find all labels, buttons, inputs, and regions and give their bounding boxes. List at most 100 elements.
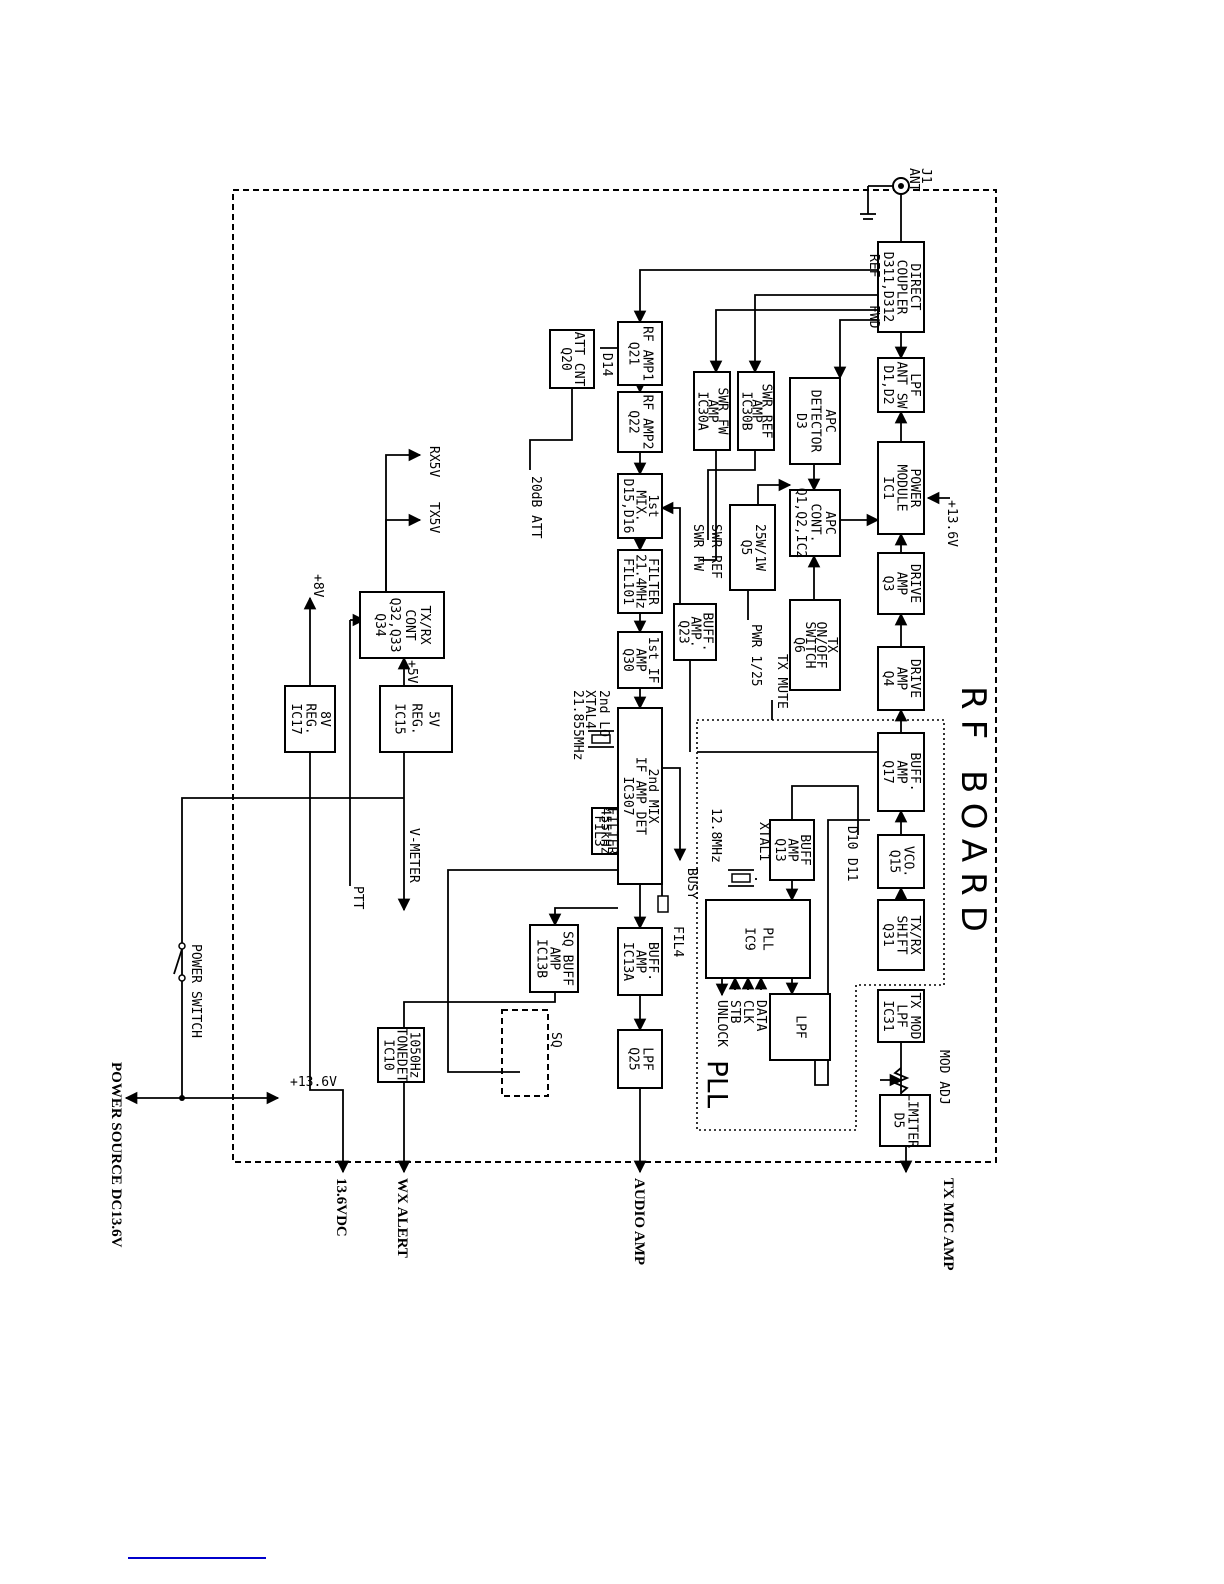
- block-q5-line: Q5: [738, 540, 753, 556]
- line-vco-q13: [791, 785, 859, 835]
- sq-pot-box: [501, 1009, 549, 1097]
- block-power-module-line: MODULE: [894, 465, 909, 512]
- xtal4-freq-label: 21.855MHz: [570, 690, 585, 760]
- block-power-module-line: IC1: [880, 476, 895, 499]
- block-swr-ref-line: AMP: [749, 399, 764, 423]
- block-lpf-ant-line: LPF: [907, 373, 922, 397]
- pwr-label: PWR 1/25: [748, 624, 763, 687]
- stb-label: STB: [727, 1000, 742, 1024]
- rf-board-outline: [232, 189, 997, 1163]
- pll-group-label: PLL: [701, 1060, 734, 1108]
- block-apc-det-line: APC: [822, 409, 837, 432]
- fwd-label: FWD: [866, 305, 881, 329]
- line-ic307-sq: [548, 907, 618, 927]
- ant-label: ANT: [906, 168, 921, 192]
- block-swr-ref-line: SWR REF: [759, 384, 774, 439]
- block-buff-q13-line: Q13: [772, 838, 787, 861]
- block-apc-det-line: DETECTOR: [808, 390, 823, 453]
- line-fwd-swr: [709, 309, 878, 374]
- block-sq-buff-line: SQ BUFF: [560, 931, 575, 986]
- block-if-amp-line: Q30: [620, 648, 635, 671]
- xtal1-icon: [728, 869, 754, 887]
- block-drive-q3-line: DRIVE: [907, 564, 922, 603]
- block-buff-ic13a-line: BUFF.: [645, 942, 660, 981]
- block-mix1-line: MIX.: [633, 490, 648, 521]
- line-q5-apccont: [757, 478, 792, 505]
- block-vco-line: Q15: [887, 850, 902, 873]
- mod-adj-pot-icon: [880, 1067, 910, 1094]
- block-filter-line: 21.4MHz: [633, 554, 648, 609]
- block-lpf-ant-line: ANT SW: [894, 362, 909, 409]
- block-tone-det-line: 1050Hz: [407, 1032, 422, 1079]
- plus136-bottom-label: +13.6V: [290, 1075, 337, 1090]
- d11-label: D11: [844, 858, 859, 881]
- d14-label: D14: [599, 353, 614, 377]
- xtal4-lo-label: 2nd LO: [596, 690, 611, 737]
- block-txrx-cont-line: TX/RX: [417, 605, 432, 644]
- block-reg5v-line: 5V: [426, 711, 441, 727]
- unlock-label: UNLOCK: [714, 1000, 729, 1047]
- j1-label: J1: [918, 168, 933, 184]
- block-lpf-ant-line: D1,D2: [880, 365, 895, 404]
- block-fil3-line: FIL3: [591, 815, 606, 846]
- block-att-cnt-line: ATT CNT: [571, 332, 586, 387]
- block-lpf-q25-line: Q25: [626, 1047, 641, 1070]
- line-q23-mix: [660, 501, 681, 604]
- board-title: RF BOARD: [953, 686, 993, 942]
- block-q5-line: 25W/1W: [752, 524, 767, 571]
- block-ic307-line: IC307: [620, 776, 635, 815]
- block-tone-det-line: IC10: [381, 1039, 396, 1070]
- block-tx-switch-line: TX: [824, 637, 839, 653]
- block-if-amp-line: AMP: [633, 648, 648, 672]
- busy-label: BUSY: [684, 868, 699, 899]
- block-drive-q3-line: AMP: [894, 572, 909, 596]
- block-txrx-cont-line: Q34: [372, 613, 387, 637]
- line-rx5v: [372, 448, 422, 593]
- line-swrfw-out: [700, 450, 717, 561]
- block-reg8v-line: REG.: [303, 703, 318, 734]
- block-swr-ref-line: IC30B: [739, 391, 754, 430]
- clk-label: CLK: [740, 1000, 755, 1024]
- line-supply-regs: [181, 797, 404, 1098]
- block-vco-line: VCO.: [901, 846, 916, 877]
- block-drive-q4-line: AMP: [894, 667, 909, 691]
- line-136vdc: [309, 752, 350, 1174]
- block-buff-q23-line: AMP.: [688, 616, 703, 647]
- block-tx-switch-line: SWITCH: [802, 622, 817, 669]
- junction-dot: [179, 1095, 185, 1101]
- block-drive-q3-line: Q3: [880, 576, 895, 592]
- block-apc-cont-line: CONT.: [808, 503, 823, 542]
- swr-fw-label: SWR FW: [690, 524, 705, 571]
- mod-adj-label: MOD ADJ: [936, 1050, 951, 1105]
- block-mix1-line: D15,D16: [620, 479, 635, 534]
- block-pll-ic9-line: IC9: [742, 927, 757, 950]
- block-pll-ic9-line: PLL: [760, 927, 775, 951]
- block-buff-q13-line: AMP: [785, 838, 800, 862]
- block-txrx-shift-line: SHIFT: [894, 915, 909, 954]
- tx5v-label: TX5V: [426, 502, 441, 533]
- wx-alert-label: WX ALERT: [394, 1178, 410, 1258]
- block-tx-switch-line: Q6: [791, 637, 806, 653]
- block-txrx-shift-line: Q31: [880, 923, 895, 946]
- xtal4-icon: [588, 730, 614, 748]
- footer-rule: [128, 1557, 266, 1559]
- block-pll-lpf: LPF: [769, 993, 831, 1061]
